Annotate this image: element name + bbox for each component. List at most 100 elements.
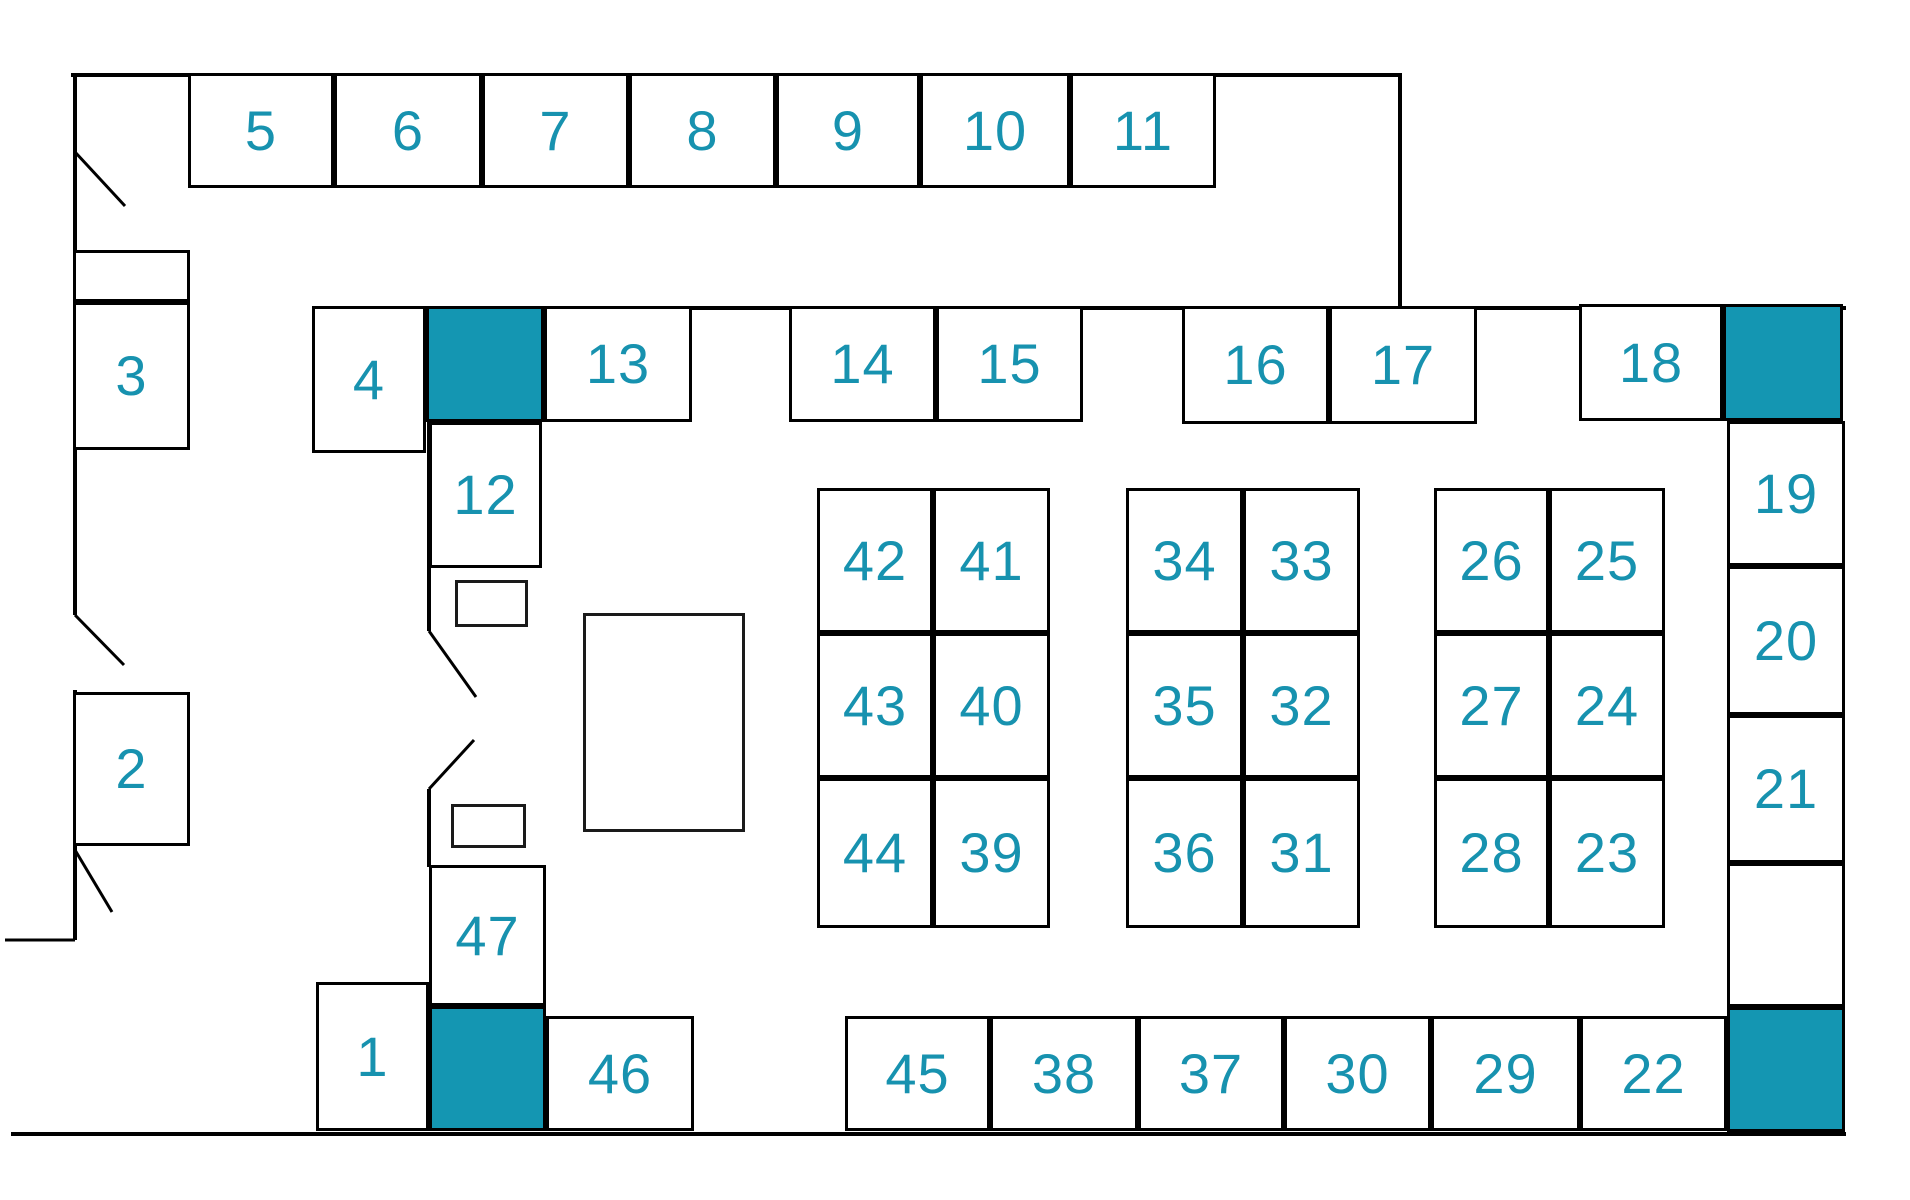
unlabeled-room	[1727, 863, 1845, 1007]
room-number-label: 10	[962, 98, 1028, 162]
room-number-label: 38	[1031, 1041, 1097, 1105]
room-number-label: 39	[959, 821, 1024, 884]
room-28: 28	[1434, 778, 1549, 928]
room-number-label: 11	[1112, 98, 1174, 162]
room-20: 20	[1727, 566, 1845, 715]
room-number-label: 29	[1473, 1041, 1538, 1105]
highlighted-room	[426, 306, 544, 422]
room-22: 22	[1580, 1016, 1727, 1131]
room-number-label: 15	[977, 332, 1042, 395]
room-37: 37	[1138, 1016, 1284, 1131]
fixture-rect	[455, 580, 528, 627]
room-41: 41	[933, 488, 1050, 633]
room-19: 19	[1727, 421, 1845, 566]
room-number-label: 16	[1223, 333, 1288, 396]
room-number-label: 33	[1269, 528, 1334, 592]
room-27: 27	[1434, 633, 1549, 778]
room-number-label: 43	[842, 673, 908, 737]
room-26: 26	[1434, 488, 1549, 633]
room-number-label: 4	[352, 347, 386, 411]
room-17: 17	[1329, 306, 1477, 424]
room-39: 39	[933, 778, 1050, 928]
room-30: 30	[1284, 1016, 1431, 1131]
room-36: 36	[1126, 778, 1243, 928]
room-number-label: 20	[1753, 608, 1819, 672]
room-34: 34	[1126, 488, 1243, 633]
room-7: 7	[482, 73, 629, 188]
room-4: 4	[312, 306, 426, 453]
room-number-label: 46	[587, 1041, 653, 1105]
room-31: 31	[1243, 778, 1360, 928]
room-number-label: 31	[1269, 821, 1334, 884]
fixture-rect	[583, 613, 745, 832]
room-number-label: 27	[1459, 673, 1524, 737]
room-number-label: 44	[842, 821, 908, 884]
room-15: 15	[936, 306, 1083, 422]
room-number-label: 32	[1269, 673, 1334, 737]
room-number-label: 23	[1574, 821, 1640, 884]
door-swing-line	[427, 738, 476, 791]
highlighted-room	[1727, 1007, 1845, 1132]
room-number-label: 7	[539, 98, 572, 162]
room-number-label: 18	[1618, 330, 1684, 394]
room-number-label: 36	[1152, 821, 1217, 884]
room-number-label: 14	[830, 332, 895, 395]
room-45: 45	[845, 1016, 990, 1131]
highlighted-room	[1723, 304, 1843, 421]
room-42: 42	[817, 488, 933, 633]
room-number-label: 28	[1459, 821, 1524, 884]
room-8: 8	[629, 73, 776, 188]
room-number-label: 21	[1753, 757, 1819, 820]
room-number-label: 19	[1753, 461, 1819, 525]
room-40: 40	[933, 633, 1050, 778]
room-number-label: 30	[1325, 1041, 1390, 1105]
room-number-label: 17	[1370, 333, 1436, 396]
room-24: 24	[1549, 633, 1665, 778]
room-number-label: 26	[1459, 528, 1524, 592]
fixture-rect	[451, 804, 526, 848]
room-number-label: 1	[356, 1024, 389, 1088]
room-number-label: 22	[1621, 1041, 1686, 1105]
room-33: 33	[1243, 488, 1360, 633]
room-11: 11	[1070, 73, 1216, 188]
room-number-label: 5	[244, 98, 278, 162]
door-swing-line	[73, 150, 127, 208]
room-21: 21	[1727, 715, 1845, 863]
room-47: 47	[429, 865, 546, 1006]
room-46: 46	[546, 1016, 694, 1131]
room-number-label: 24	[1574, 673, 1640, 737]
unlabeled-room	[73, 250, 190, 302]
room-18: 18	[1579, 304, 1723, 421]
room-number-label: 45	[885, 1041, 950, 1105]
room-number-label: 42	[842, 528, 908, 592]
room-23: 23	[1549, 778, 1665, 928]
door-swing-line	[73, 849, 114, 913]
room-number-label: 8	[686, 98, 719, 162]
highlighted-room	[429, 1006, 546, 1131]
room-number-label: 2	[115, 737, 148, 800]
room-13: 13	[544, 306, 692, 422]
room-number-label: 34	[1152, 528, 1217, 592]
room-29: 29	[1431, 1016, 1580, 1131]
room-number-label: 25	[1574, 528, 1640, 592]
room-number-label: 41	[959, 528, 1024, 592]
room-number-label: 13	[585, 332, 651, 395]
room-number-label: 37	[1178, 1041, 1244, 1105]
room-number-label: 12	[453, 463, 518, 526]
room-number-label: 9	[831, 98, 865, 162]
room-2: 2	[73, 692, 190, 846]
door-swing-line	[427, 630, 478, 698]
room-38: 38	[990, 1016, 1138, 1131]
room-number-label: 40	[959, 673, 1024, 737]
room-number-label: 6	[391, 98, 425, 162]
room-3: 3	[73, 302, 190, 450]
room-35: 35	[1126, 633, 1243, 778]
room-1: 1	[316, 982, 429, 1131]
room-43: 43	[817, 633, 933, 778]
room-number-label: 35	[1152, 673, 1217, 737]
room-14: 14	[789, 306, 936, 422]
room-number-label: 3	[115, 344, 148, 407]
door-swing-line	[73, 613, 126, 667]
room-12: 12	[429, 422, 542, 568]
